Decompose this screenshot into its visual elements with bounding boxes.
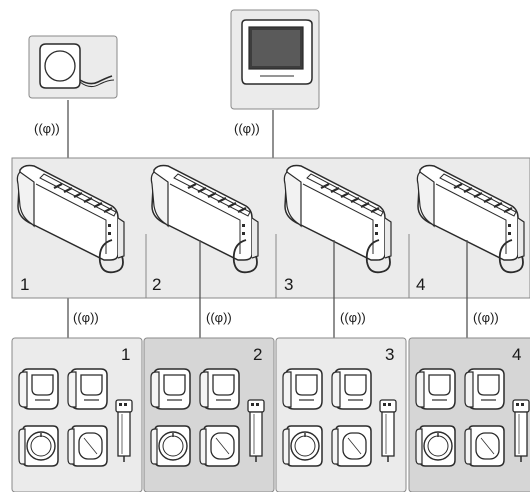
controller-strip: 1 2 3 4 bbox=[11, 157, 530, 299]
actuator-stick-icon bbox=[512, 399, 530, 463]
actuator-stick-icon bbox=[115, 399, 133, 463]
group-label-2: 2 bbox=[253, 345, 262, 364]
wireless-label-4: ((φ)) bbox=[473, 310, 499, 325]
thermostat-groups: 1 2 3 4 bbox=[11, 337, 530, 492]
dial-thermostat-icon bbox=[415, 425, 456, 467]
digital-thermostat-icon bbox=[415, 368, 456, 410]
display-wireless-label: ((φ)) bbox=[234, 121, 260, 136]
square-thermostat-icon bbox=[331, 425, 372, 467]
wireless-label-1: ((φ)) bbox=[73, 310, 99, 325]
dial-thermostat-icon bbox=[18, 425, 59, 467]
square-thermostat-icon bbox=[464, 425, 505, 467]
digital-thermostat-icon bbox=[67, 368, 108, 410]
digital-thermostat-icon bbox=[150, 368, 191, 410]
interface-display bbox=[230, 9, 320, 110]
actuator-stick-icon bbox=[379, 399, 397, 463]
outdoor-sensor bbox=[28, 35, 118, 99]
group-label-1: 1 bbox=[121, 345, 130, 364]
interface-display-icon bbox=[241, 19, 313, 85]
wireless-label-3: ((φ)) bbox=[340, 310, 366, 325]
controller-strip-frame bbox=[11, 157, 530, 299]
dial-thermostat-icon bbox=[150, 425, 191, 467]
sensor-wireless-label: ((φ)) bbox=[34, 121, 60, 136]
digital-thermostat-icon bbox=[282, 368, 323, 410]
dial-thermostat-icon bbox=[282, 425, 323, 467]
outdoor-sensor-icon bbox=[39, 43, 115, 89]
square-thermostat-icon bbox=[67, 425, 108, 467]
controller-label-4: 4 bbox=[416, 275, 425, 294]
square-thermostat-icon bbox=[199, 425, 240, 467]
digital-thermostat-icon bbox=[199, 368, 240, 410]
group-label-4: 4 bbox=[512, 345, 521, 364]
actuator-stick-icon bbox=[247, 399, 265, 463]
digital-thermostat-icon bbox=[331, 368, 372, 410]
controller-label-1: 1 bbox=[20, 275, 29, 294]
wireless-label-2: ((φ)) bbox=[206, 310, 232, 325]
controller-label-3: 3 bbox=[284, 275, 293, 294]
digital-thermostat-icon bbox=[18, 368, 59, 410]
group-label-3: 3 bbox=[385, 345, 394, 364]
digital-thermostat-icon bbox=[464, 368, 505, 410]
controller-label-2: 2 bbox=[152, 275, 161, 294]
